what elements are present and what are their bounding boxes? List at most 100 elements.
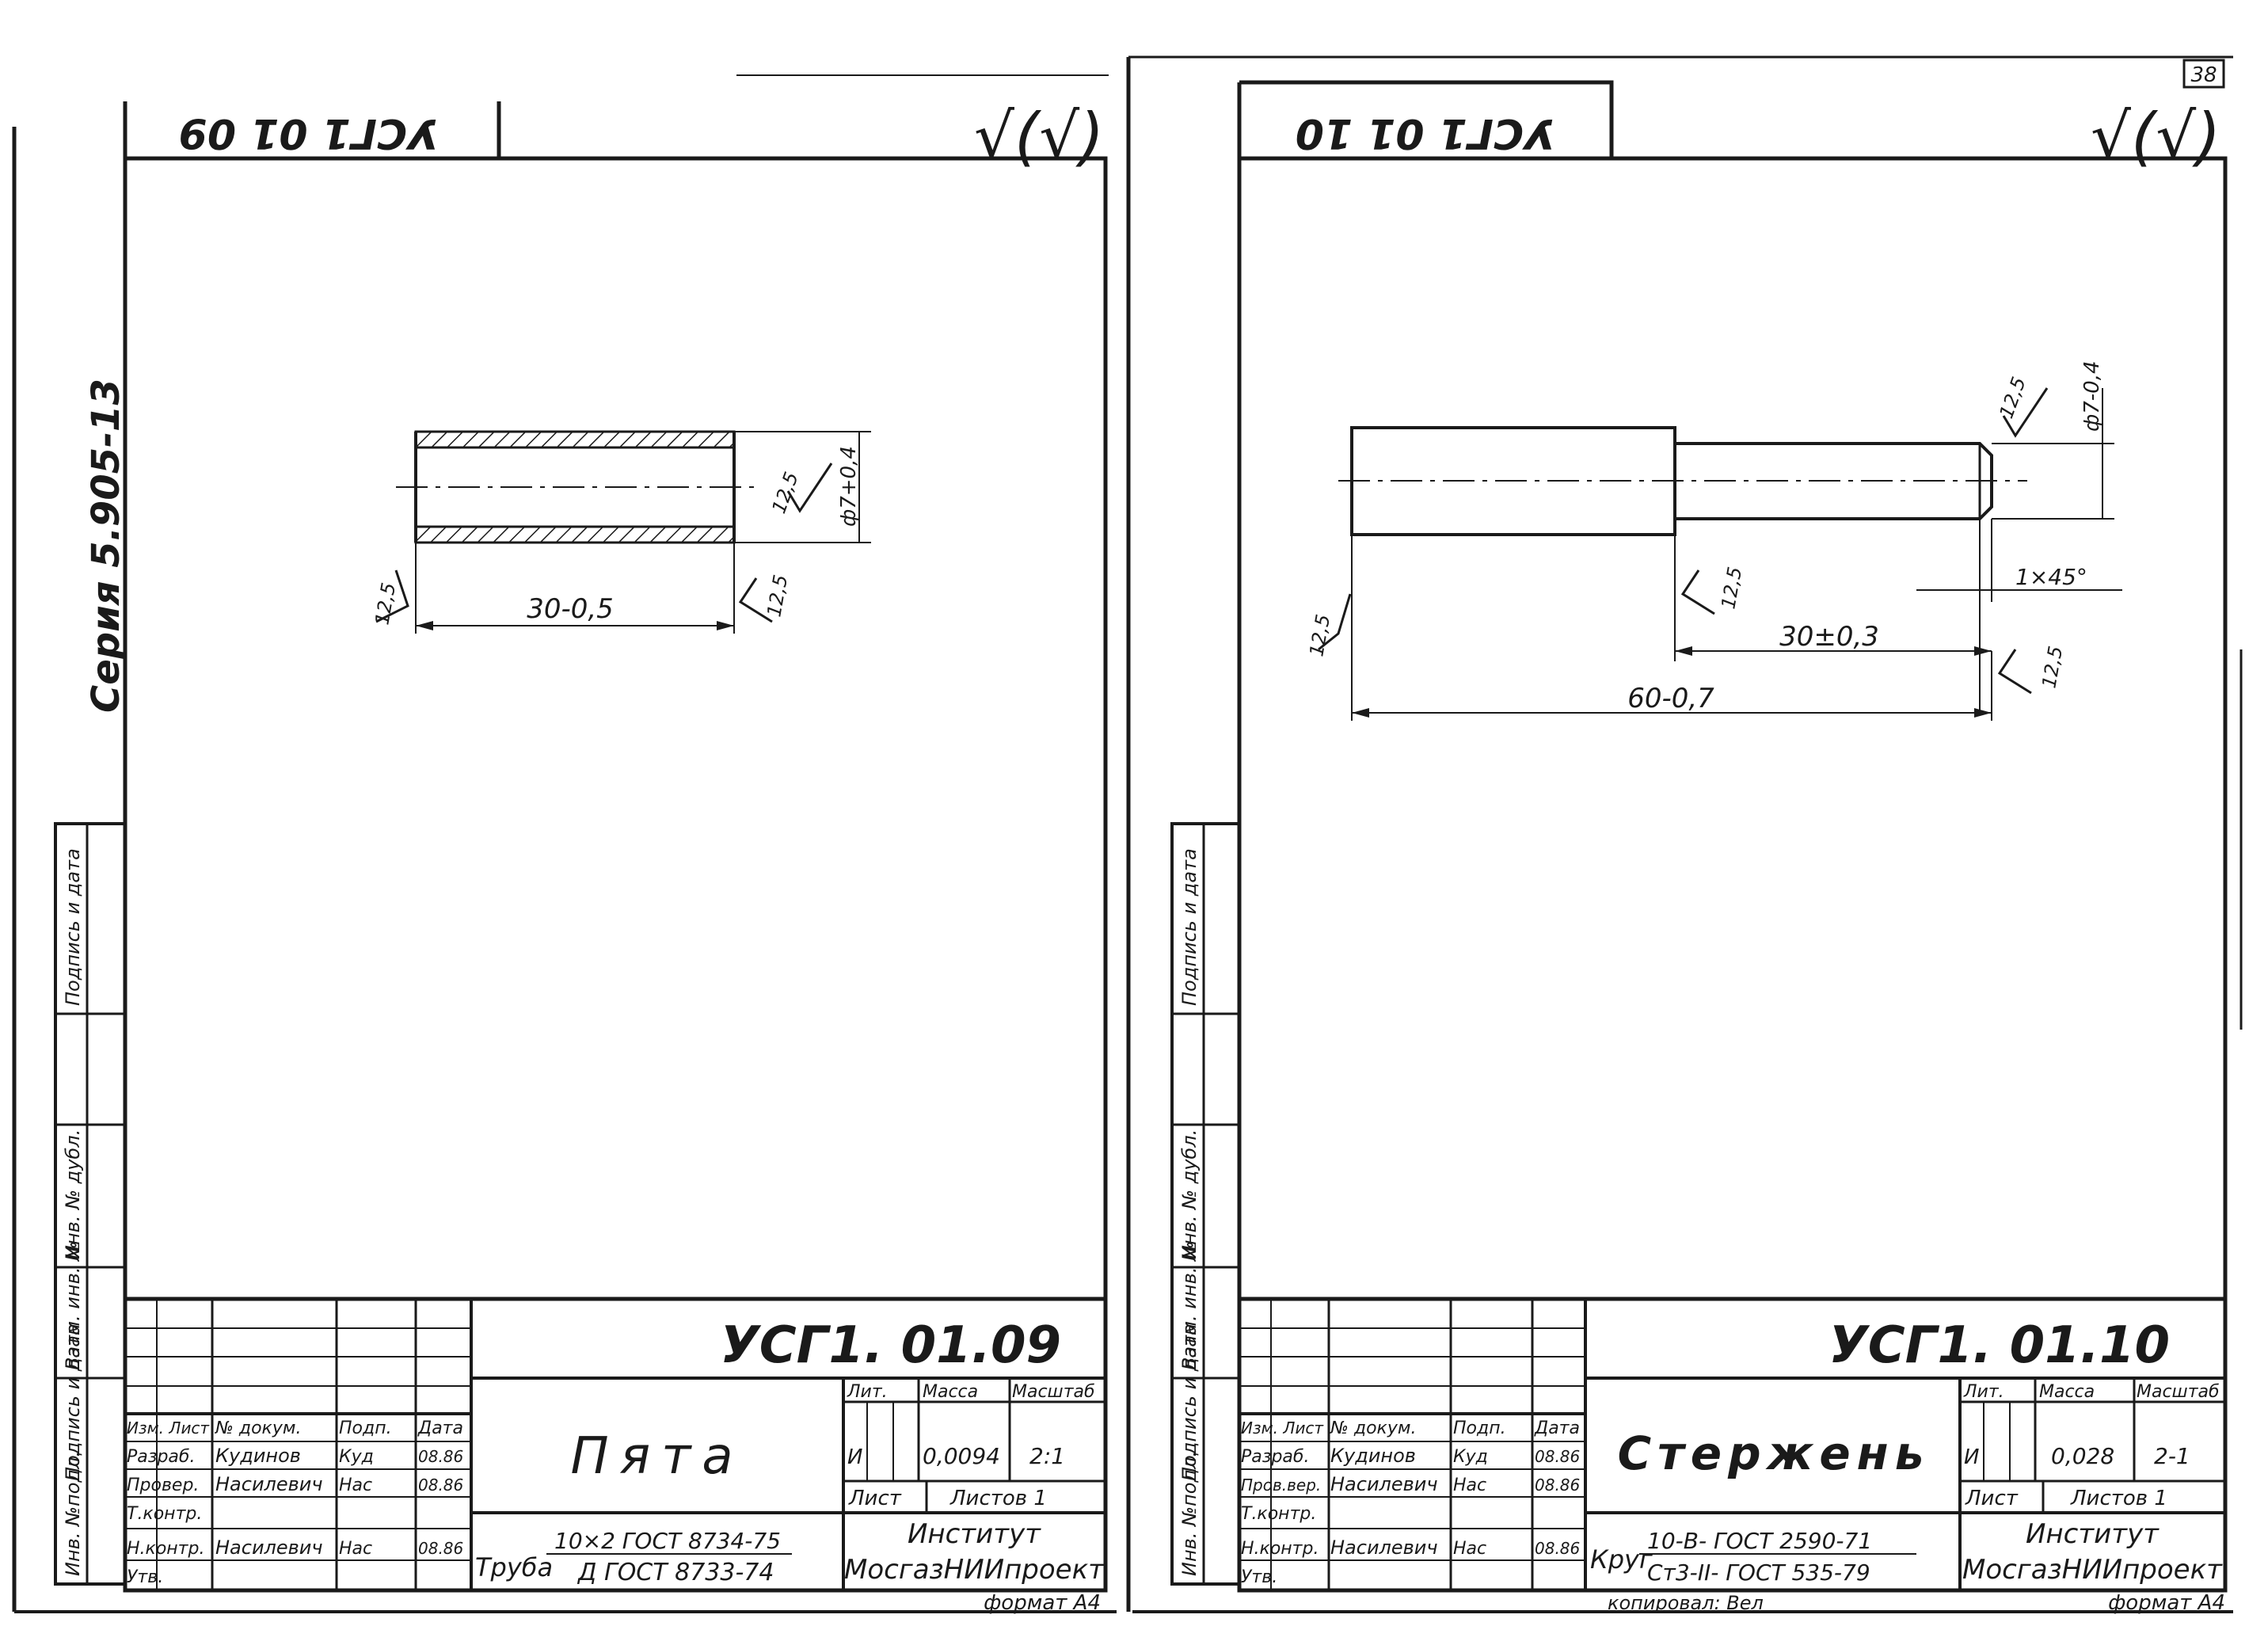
- mass-value: 0,0094: [923, 1443, 1000, 1469]
- header-scale: Масштаб: [2137, 1382, 2220, 1402]
- org-line-1: Институт: [908, 1518, 1041, 1550]
- stamp-label-inv-podl: Инв. №подл.: [1178, 1451, 1201, 1576]
- sheet-label: Лист: [1965, 1487, 2019, 1510]
- page-number-box: 38: [2182, 59, 2225, 89]
- stamp-label-dubl: Инв. № дубл.: [1178, 1129, 1201, 1259]
- sig-row-3-role: Т.контр.: [1241, 1504, 1316, 1524]
- roughness-general-mark: √(√): [974, 100, 1104, 173]
- chamfer-label: 1×45°: [2015, 564, 2087, 590]
- sig-row-2-sign: Нас: [1453, 1476, 1486, 1495]
- mass-value: 0,028: [2051, 1443, 2114, 1469]
- sig-row-4-name: Насилевич: [215, 1537, 323, 1559]
- sig-row-4-role: Н.контр.: [1241, 1539, 1319, 1559]
- sig-row-2-sign: Нас: [339, 1476, 372, 1495]
- material-spec-bottom: Д ГОСТ 8733-74: [577, 1559, 774, 1586]
- sheet-left: УСГ1 01 09 √(√) Серия 5.905-13 Инв. №под…: [54, 100, 1108, 1615]
- dim-diameter: ф7-0,4: [2080, 360, 2104, 432]
- material-name: Круг: [1590, 1544, 1653, 1575]
- stamp-label-podpis-1: Подпись и дата: [62, 1323, 84, 1481]
- series-label: Серия 5.905-13: [84, 379, 128, 713]
- sig-row-2-date: 08.86: [1535, 1476, 1580, 1495]
- sig-row-2-role: Пров.вер.: [1241, 1476, 1321, 1495]
- sig-row-1-role: Разраб.: [127, 1447, 195, 1467]
- part-name: Пята: [570, 1427, 744, 1486]
- sig-row-4-sign: Нас: [1453, 1539, 1486, 1559]
- header-lit: Лит.: [1963, 1382, 2004, 1402]
- material-spec-top: 10×2 ГОСТ 8734-75: [554, 1528, 781, 1554]
- sig-row-0-role: Изм. Лист: [127, 1418, 210, 1438]
- sig-row-0-sign: Подп.: [1453, 1418, 1506, 1438]
- sig-row-4-sign: Нас: [339, 1539, 372, 1559]
- sig-row-0-name: № докум.: [215, 1418, 301, 1438]
- org-line-2: МосгазНИИпроект: [844, 1554, 1105, 1586]
- part-name: Стержень: [1618, 1426, 1931, 1480]
- sig-row-1-role: Разраб.: [1241, 1447, 1309, 1467]
- stamp-label-podpis-2: Подпись и дата: [62, 848, 84, 1006]
- corner-designation: УСГ1 01 10: [1296, 109, 1556, 157]
- dim-length-total: 60-0,7: [1627, 683, 1714, 714]
- sig-row-1-name: Кудинов: [1330, 1445, 1416, 1467]
- stamp-label-vzam: Взам. инв. №: [62, 1241, 84, 1370]
- sig-row-2-name: Насилевич: [215, 1473, 323, 1495]
- sheets-label: Листов 1: [949, 1487, 1047, 1510]
- sig-row-4-date: 08.86: [1535, 1539, 1580, 1558]
- sig-row-5-role: Утв.: [127, 1567, 163, 1587]
- sig-row-1-sign: Куд: [1453, 1447, 1488, 1467]
- sig-row-4-role: Н.контр.: [127, 1539, 204, 1559]
- part-drawing-pyata: ф7+0,4 30-0,5 12,5 12,5 12,5: [371, 430, 871, 634]
- sig-row-0-date: Дата: [417, 1418, 463, 1438]
- sig-row-2-role: Провер.: [127, 1476, 199, 1495]
- stamp-label-inv-podl: Инв. №подл.: [62, 1451, 84, 1576]
- copied-by-label: копировал: Вел: [1608, 1592, 1764, 1614]
- side-stamp: Инв. №подл. Подпись и дата Взам. инв. № …: [54, 822, 127, 1586]
- scale-value: 2-1: [2154, 1443, 2190, 1469]
- sig-row-0-name: № докум.: [1330, 1418, 1416, 1438]
- scale-value: 2:1: [1029, 1443, 1065, 1469]
- sig-row-2-name: Насилевич: [1330, 1473, 1438, 1495]
- sig-row-0-sign: Подп.: [339, 1418, 392, 1438]
- roughness-4: 12,5: [2038, 645, 2067, 690]
- sig-row-1-date: 08.86: [1535, 1447, 1580, 1466]
- material-spec-top: 10-В- ГОСТ 2590-71: [1647, 1528, 1872, 1554]
- dim-length-step: 30±0,3: [1779, 621, 1879, 653]
- sig-row-4-name: Насилевич: [1330, 1537, 1438, 1559]
- dim-diameter: ф7+0,4: [837, 446, 861, 527]
- sig-row-4-date: 08.86: [418, 1539, 463, 1558]
- page-number: 38: [2190, 63, 2217, 87]
- roughness-2: 12,5: [371, 581, 400, 626]
- roughness-3: 12,5: [763, 573, 792, 619]
- sig-row-2-date: 08.86: [418, 1476, 463, 1495]
- stamp-label-vzam: Взам. инв. №: [1178, 1241, 1201, 1370]
- sig-row-0-date: Дата: [1534, 1418, 1580, 1438]
- title-block: УСГ1. 01.10 Стержень Лит. Масса Масштаб …: [1239, 1297, 2225, 1590]
- roughness-3: 12,5: [1717, 565, 1746, 611]
- stamp-label-podpis-2: Подпись и дата: [1178, 848, 1201, 1006]
- stamp-label-dubl: Инв. № дубл.: [62, 1129, 84, 1259]
- material-spec-bottom: Ст3-II- ГОСТ 535-79: [1647, 1559, 1870, 1586]
- header-lit: Лит.: [847, 1382, 888, 1402]
- header-mass: Масса: [2039, 1382, 2095, 1402]
- org-line-2: МосгазНИИпроект: [1962, 1554, 2223, 1586]
- dim-length: 30-0,5: [527, 593, 614, 625]
- sig-row-1-name: Кудинов: [215, 1445, 301, 1467]
- roughness-2: 12,5: [1305, 613, 1334, 658]
- stamp-label-podpis-1: Подпись и дата: [1178, 1323, 1201, 1481]
- side-stamp: Инв. №подл. Подпись и дата Взам. инв. № …: [1170, 822, 1241, 1586]
- header-mass: Масса: [923, 1382, 978, 1402]
- part-drawing-sterzhen: ф7-0,4 12,5 1×45° 30±0,3 60-0,7 12,5 12,…: [1305, 360, 2122, 721]
- sig-row-5-role: Утв.: [1241, 1567, 1277, 1587]
- roughness-1: 12,5: [1995, 374, 2030, 421]
- format-label: формат А4: [984, 1591, 1101, 1615]
- title-block: УСГ1. 01.09 Пята Лит. Масса Масштаб И 0,…: [125, 1297, 1105, 1590]
- designation: УСГ1. 01.09: [720, 1316, 1061, 1375]
- sheet-label: Лист: [848, 1487, 902, 1510]
- lit-value: И: [847, 1445, 862, 1469]
- format-label: формат А4: [2108, 1591, 2225, 1615]
- sheet-right: УСГ1 01 10 √(√) Инв. №подл. Подпись и да…: [1170, 80, 2228, 1615]
- material-name: Труба: [475, 1552, 553, 1582]
- header-scale: Масштаб: [1012, 1382, 1095, 1402]
- sig-row-1-date: 08.86: [418, 1447, 463, 1466]
- corner-designation: УСГ1 01 09: [179, 109, 440, 157]
- lit-value: И: [1964, 1445, 1979, 1469]
